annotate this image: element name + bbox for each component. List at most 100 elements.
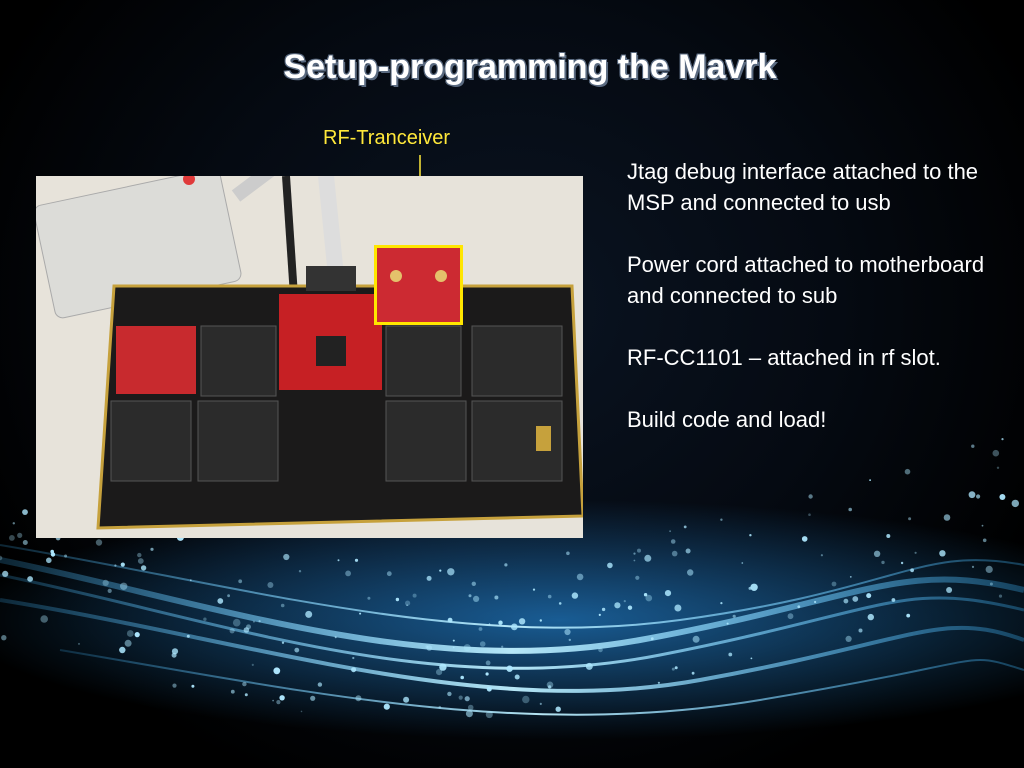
note-jtag: Jtag debug interface attached to the MSP… xyxy=(627,159,979,215)
light-particle xyxy=(64,554,68,558)
light-particle xyxy=(276,700,281,705)
light-particle xyxy=(873,550,881,557)
light-particle xyxy=(488,623,491,625)
light-particle xyxy=(635,575,640,580)
light-particle xyxy=(558,602,562,605)
light-particle xyxy=(107,588,112,594)
light-particle xyxy=(906,613,911,618)
light-particle xyxy=(317,682,323,687)
light-particle xyxy=(406,604,408,606)
light-particle xyxy=(447,568,455,576)
note-build: Build code and load! xyxy=(627,407,827,432)
circuit-board-image xyxy=(36,176,583,538)
light-particle xyxy=(485,711,493,719)
light-particle xyxy=(310,695,316,701)
light-particle xyxy=(900,561,904,565)
light-particle xyxy=(486,686,492,692)
light-particle xyxy=(650,637,654,641)
light-particle xyxy=(2,570,9,578)
light-particle xyxy=(140,565,147,571)
light-particle xyxy=(749,534,752,537)
light-particle xyxy=(692,635,700,643)
light-particle xyxy=(242,681,247,687)
light-particle xyxy=(50,552,56,557)
light-particle xyxy=(732,614,736,618)
light-particle xyxy=(657,681,661,684)
light-particle xyxy=(171,648,179,655)
light-particle xyxy=(982,538,987,543)
light-particle xyxy=(999,494,1006,500)
light-particle xyxy=(943,514,951,521)
light-particle xyxy=(971,565,975,569)
light-particle xyxy=(886,534,891,538)
light-particle xyxy=(439,663,447,671)
light-particle xyxy=(720,518,723,521)
light-particle xyxy=(510,623,518,631)
light-particle xyxy=(891,598,896,602)
light-particle xyxy=(867,613,874,621)
light-particle xyxy=(514,674,520,680)
light-particle xyxy=(137,558,144,564)
light-particle xyxy=(120,562,125,567)
light-particle xyxy=(985,565,993,574)
light-particle xyxy=(741,562,744,564)
light-particle xyxy=(585,662,593,670)
circuit-board-photo xyxy=(36,176,583,538)
light-particle xyxy=(968,491,976,499)
light-particle xyxy=(345,570,351,577)
light-particle xyxy=(726,622,729,625)
light-particle xyxy=(124,639,132,647)
light-particle xyxy=(405,600,411,606)
light-particle xyxy=(685,548,691,554)
light-particle xyxy=(852,596,859,602)
light-particle xyxy=(50,549,54,554)
light-particle xyxy=(568,638,571,642)
light-particle xyxy=(981,524,984,527)
light-particle xyxy=(518,618,526,625)
light-particle xyxy=(232,618,241,627)
light-particle xyxy=(971,444,975,448)
light-particle xyxy=(479,641,486,647)
light-particle xyxy=(532,588,536,591)
light-particle xyxy=(598,647,603,653)
light-particle xyxy=(669,530,671,533)
light-particle xyxy=(251,663,254,667)
light-particle xyxy=(670,539,676,544)
light-particle xyxy=(46,557,52,564)
light-particle xyxy=(643,593,648,597)
light-particle xyxy=(720,602,723,605)
light-particle xyxy=(281,641,285,644)
light-particle xyxy=(814,600,817,604)
light-particle xyxy=(801,536,808,542)
light-particle xyxy=(186,634,190,638)
light-particle xyxy=(463,644,471,652)
light-particle xyxy=(134,632,140,638)
light-particle xyxy=(633,552,636,555)
light-particle xyxy=(354,558,359,562)
light-particle xyxy=(671,550,678,557)
light-particle xyxy=(126,630,134,637)
light-particle xyxy=(910,568,914,573)
light-particle xyxy=(848,507,852,512)
light-particle xyxy=(787,613,794,620)
light-particle xyxy=(203,617,207,621)
light-particle xyxy=(637,548,641,553)
light-particle xyxy=(137,552,142,558)
notes-list: Jtag debug interface attached to the MSP… xyxy=(627,156,997,466)
light-particle xyxy=(267,582,274,588)
light-particle xyxy=(294,647,300,653)
light-particle xyxy=(1011,499,1019,508)
light-particle xyxy=(858,628,863,633)
light-particle xyxy=(881,560,885,565)
light-particle xyxy=(367,596,371,600)
light-particle xyxy=(458,695,463,700)
light-particle xyxy=(547,594,552,599)
light-particle xyxy=(478,627,483,631)
light-particle xyxy=(644,554,652,562)
light-particle xyxy=(674,604,682,612)
light-particle xyxy=(467,704,474,711)
light-particle xyxy=(866,593,872,599)
light-particle xyxy=(571,592,579,599)
light-particle xyxy=(279,695,285,701)
